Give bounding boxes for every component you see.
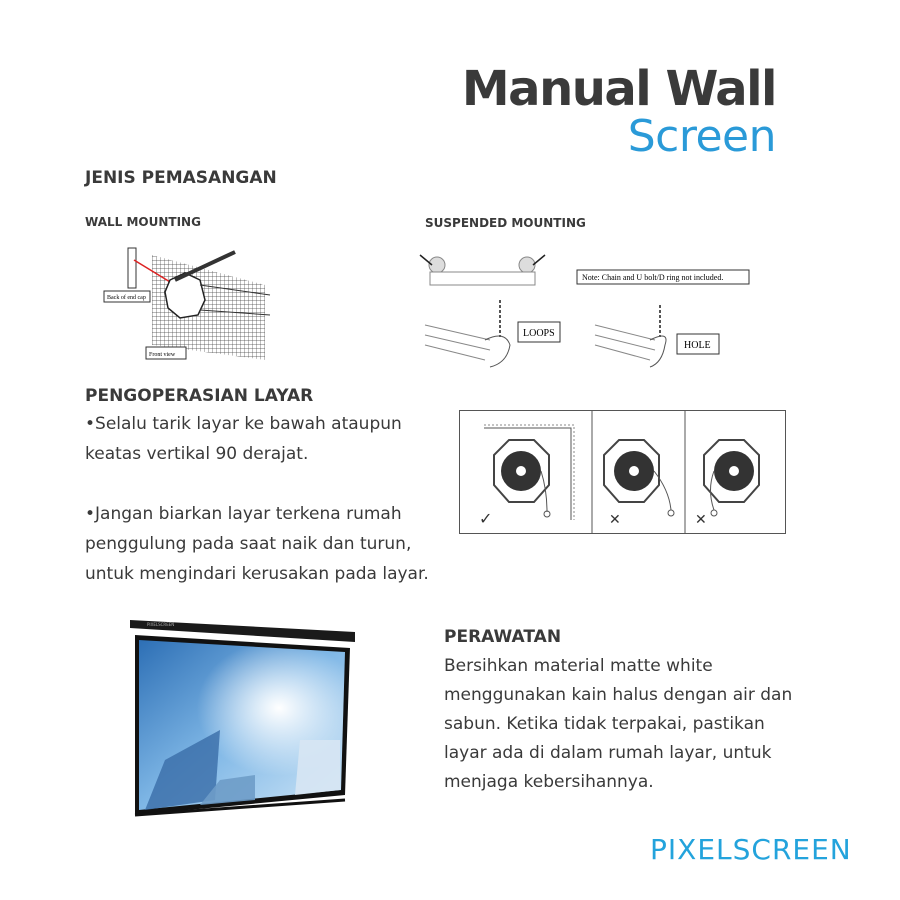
front-view-label: Front view [149,352,176,358]
text-line: Bersihkan material matte white [444,656,713,676]
text-line: menjaga kebersihannya. [444,772,654,792]
text-line: penggulung pada saat naik dan turun, [85,534,412,554]
housing-brand: PIXELSCREEN [147,622,174,627]
title-line1: Manual Wall [461,61,778,117]
back-of-end-cap-label: Back of end cap [107,294,146,301]
operation-diagram: ✓ ✕ ✕ [459,410,786,534]
loops-label: LOOPS [523,328,555,339]
text-line: menggunakan kain halus dengan air dan [444,685,793,705]
maintenance-heading: PERAWATAN [444,627,562,647]
title-line2: Screen [627,111,777,162]
roller-correct [493,439,551,518]
text-line: •Selalu tarik layar ke bawah ataupun [85,414,402,434]
suspended-mounting-diagram: Note: Chain and U bolt/D ring not includ… [419,254,750,368]
suspended-mounting-label: SUSPENDED MOUNTING [425,216,586,230]
check-mark: ✓ [479,509,492,528]
text-line: keatas vertikal 90 derajat. [85,444,309,464]
projector-screen-image: PIXELSCREEN [130,620,355,817]
wall-mounting-label: WALL MOUNTING [85,215,201,229]
cross-mark: ✕ [609,512,621,528]
text-line: untuk mengindari kerusakan pada layar. [85,564,429,584]
hole-label: HOLE [684,340,711,351]
cross-mark: ✕ [695,512,707,528]
operation-paragraph-1: •Selalu tarik layar ke bawah ataupun kea… [85,409,402,469]
wall-mounting-diagram: Back of end cap Front view [103,247,271,360]
chain-note: Note: Chain and U bolt/D ring not includ… [582,273,723,282]
operation-paragraph-2: •Jangan biarkan layar terkena rumah peng… [85,499,429,589]
operation-heading: PENGOPERASIAN LAYAR [85,386,314,406]
pixelscreen-logo: PIXELSCREEN [650,833,852,866]
roller-wrong-2 [703,439,760,517]
installation-heading: JENIS PEMASANGAN [85,168,277,188]
text-line: •Jangan biarkan layar terkena rumah [85,504,402,524]
text-line: layar ada di dalam rumah layar, untuk [444,743,772,763]
text-line: sabun. Ketika tidak terpakai, pastikan [444,714,765,734]
maintenance-text: Bersihkan material matte white menggunak… [444,652,792,797]
roller-wrong-1 [603,439,675,517]
